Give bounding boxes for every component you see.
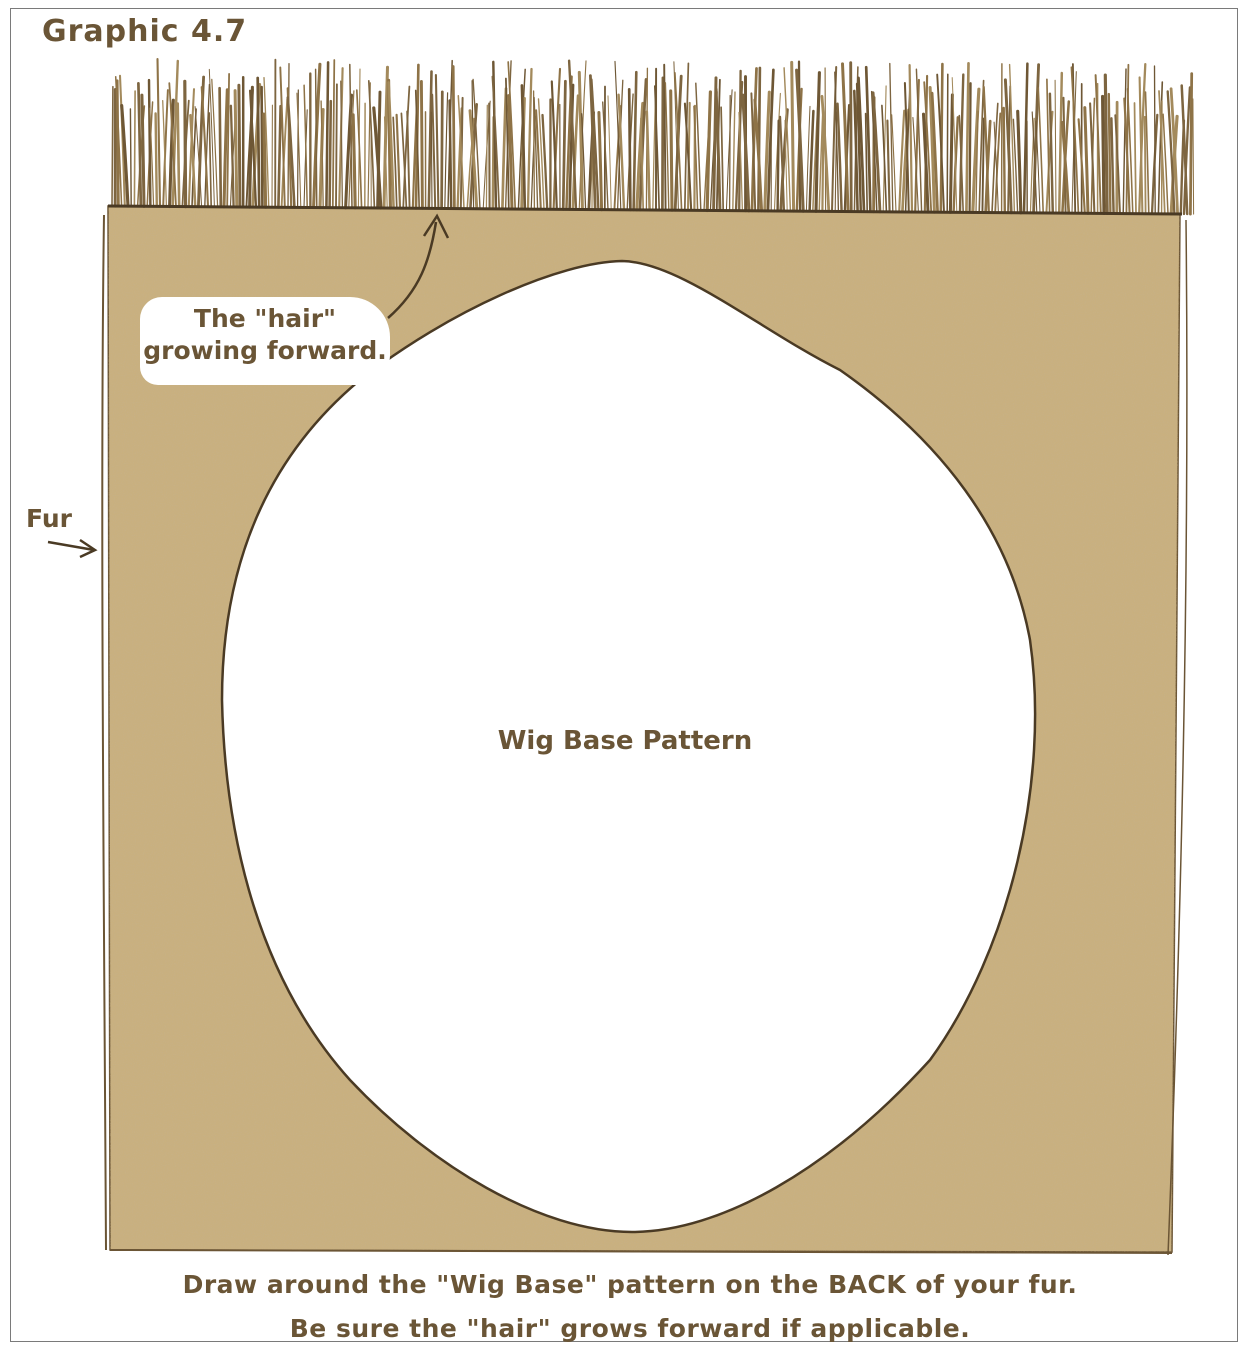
hair-strand [421, 81, 422, 208]
hair-callout-line-2: growing forward. [140, 335, 390, 367]
hair-strand [629, 89, 630, 210]
hair-strand [239, 85, 240, 207]
hair-strand [647, 112, 650, 210]
hair-strand [262, 87, 263, 207]
hair-strand [445, 93, 448, 209]
hair-strand [486, 105, 487, 209]
hair-strand [1190, 74, 1191, 215]
hair-strand [142, 95, 144, 206]
hair-strand [264, 114, 266, 207]
hair-callout-line-1: The "hair" [140, 303, 390, 335]
hair-strand [1103, 97, 1104, 214]
hair-strand [733, 92, 735, 211]
hair-strand [671, 91, 672, 210]
hair-strand [453, 67, 454, 209]
hair-strand [1059, 73, 1062, 213]
hair-strand [134, 91, 135, 206]
hair-strand [721, 107, 723, 210]
hair-strand [220, 88, 221, 207]
hair-strand [608, 96, 611, 210]
hair-strand [158, 59, 161, 206]
hair-strand [1145, 117, 1146, 214]
hair-strand [333, 60, 335, 208]
hair-strand [778, 121, 779, 211]
hair-fringe [112, 59, 1194, 214]
figure-title: Graphic 4.7 [42, 14, 247, 49]
hair-strand [156, 114, 157, 207]
hair-strand [1111, 118, 1113, 213]
fur-edge-left [102, 215, 106, 1250]
hair-strand [966, 63, 968, 212]
hair-strand [950, 95, 952, 212]
hair-strand [436, 75, 439, 209]
hair-strand [662, 78, 663, 210]
hair-strand [1004, 108, 1005, 213]
hair-strand [634, 72, 637, 210]
hair-strand [278, 106, 280, 207]
hair-strand [149, 80, 150, 206]
hair-strand [209, 113, 211, 207]
hair-strand [851, 63, 852, 212]
hair-callout: The "hair" growing forward. [140, 303, 390, 367]
hair-strand [970, 83, 971, 212]
hair-strand [330, 101, 331, 208]
hair-strand [1193, 99, 1194, 214]
hair-strand [235, 91, 237, 207]
wig-base-pattern-label: Wig Base Pattern [430, 726, 820, 756]
hair-strand [1085, 108, 1088, 214]
hair-strand [1055, 80, 1056, 213]
fur-label: Fur [26, 504, 72, 533]
hair-strand [1135, 103, 1137, 214]
hair-strand [432, 95, 435, 209]
hair-strand [258, 78, 260, 207]
hair-strand [599, 113, 602, 210]
hair-strand [112, 87, 113, 206]
caption-line-1: Draw around the "Wig Base" pattern on th… [40, 1270, 1220, 1299]
hair-strand [442, 92, 443, 209]
hair-strand [326, 62, 328, 207]
hair-strand [353, 115, 355, 208]
hair-strand [563, 81, 565, 209]
hair-strand [1155, 66, 1156, 214]
caption-line-2: Be sure the "hair" grows forward if appl… [40, 1314, 1220, 1343]
hair-strand [730, 96, 731, 211]
hair-strand [450, 101, 452, 209]
hair-strand [707, 92, 710, 211]
hair-strand [407, 112, 409, 209]
hair-strand [431, 112, 432, 208]
hair-strand [528, 69, 532, 209]
hair-strand [130, 109, 131, 206]
hair-strand [982, 119, 984, 213]
hair-strand [887, 121, 889, 212]
hair-strand [1105, 75, 1107, 213]
hair-strand [178, 104, 180, 207]
hair-strand [336, 84, 337, 207]
hair-strand [1109, 94, 1111, 214]
hair-strand [1018, 111, 1021, 213]
hair-strand [185, 81, 186, 206]
hair-strand [947, 74, 948, 212]
hair-strand [816, 73, 819, 212]
hair-strand [792, 62, 794, 211]
hair-strand [910, 65, 912, 212]
